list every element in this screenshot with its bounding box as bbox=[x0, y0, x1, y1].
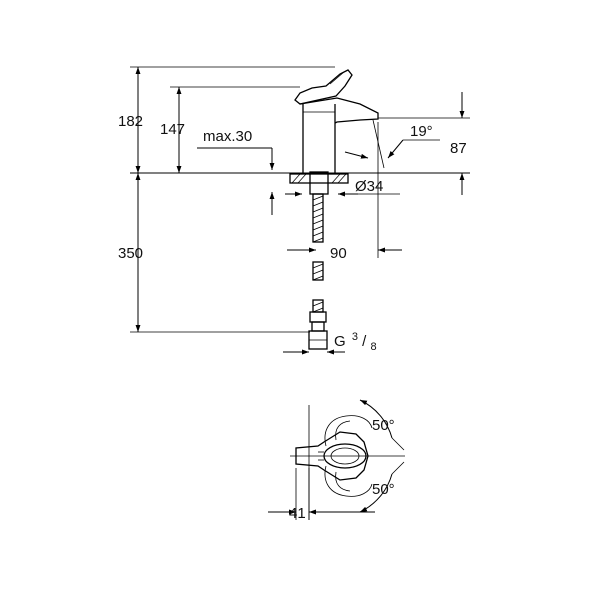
top-body-outline bbox=[295, 431, 369, 481]
lever-swing-up bbox=[324, 415, 373, 447]
label-50-deg-bottom: 50° bbox=[372, 481, 395, 498]
lever-handle bbox=[294, 69, 353, 105]
lever-oval-inner bbox=[330, 447, 360, 465]
lever-oval bbox=[323, 443, 367, 469]
angle-19-arrow-left bbox=[344, 151, 369, 159]
lever-swing-up-2 bbox=[335, 420, 351, 441]
label-max30: max.30 bbox=[203, 128, 252, 145]
hose bbox=[308, 193, 328, 350]
top-view: 50° 50° 41 bbox=[268, 399, 405, 522]
lever-swing-down-2 bbox=[335, 471, 351, 492]
label-diameter-34: Ø34 bbox=[355, 178, 383, 195]
label-g38: G 3 / 8 bbox=[334, 327, 377, 353]
mounting-section bbox=[289, 171, 349, 195]
angle-19-arrow-right bbox=[387, 139, 404, 159]
label-87: 87 bbox=[450, 140, 467, 157]
label-147: 147 bbox=[160, 121, 185, 138]
water-line bbox=[372, 119, 385, 169]
label-182: 182 bbox=[118, 113, 143, 130]
label-g38-prefix: G bbox=[334, 333, 346, 350]
faucet-column bbox=[302, 104, 336, 173]
lever-swing-down bbox=[324, 465, 373, 497]
label-g38-slash: / bbox=[362, 333, 367, 350]
angle-arc-top bbox=[359, 399, 393, 439]
faucet-body bbox=[294, 69, 440, 173]
label-50-deg-top: 50° bbox=[372, 417, 395, 434]
angle-arc-bottom bbox=[359, 473, 393, 513]
label-90: 90 bbox=[330, 245, 347, 262]
label-g38-numerator: 3 bbox=[352, 331, 358, 343]
spout bbox=[299, 97, 379, 124]
label-41: 41 bbox=[289, 505, 306, 522]
side-view: 182 147 max.30 19° 87 Ø34 90 350 G 3 / 8 bbox=[118, 66, 470, 355]
label-19-deg: 19° bbox=[410, 123, 433, 140]
label-350: 350 bbox=[118, 245, 143, 262]
label-g38-denominator: 8 bbox=[370, 341, 376, 353]
